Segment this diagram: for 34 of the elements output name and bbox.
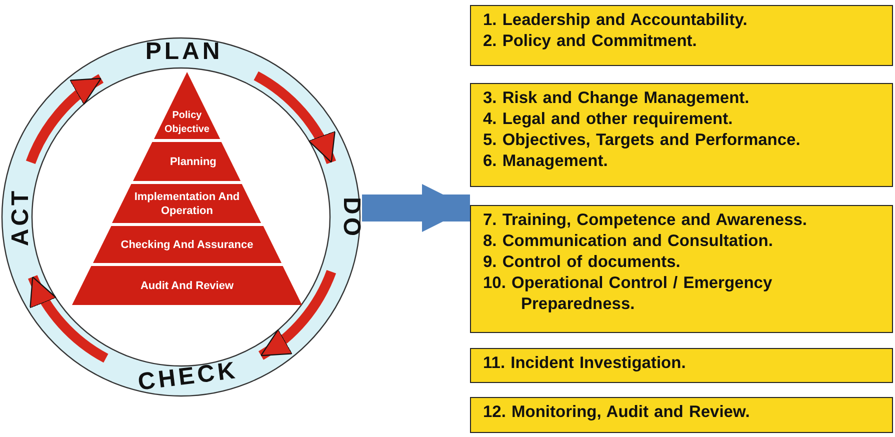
- pyramid-layer: [72, 266, 302, 305]
- list-item: 7. Training, Competence and Awareness.: [483, 210, 808, 231]
- list-item: 1. Leadership and Accountability.: [483, 10, 748, 31]
- layer-label: Implementation And Operation: [133, 190, 241, 218]
- list-item: 6. Management.: [483, 151, 609, 172]
- list-box: [470, 5, 893, 66]
- pyramid-layer: [133, 142, 241, 181]
- pyramid-layer: [112, 184, 262, 223]
- cycle-arrow: [26, 74, 104, 164]
- list-item: 2. Policy and Commitment.: [483, 31, 698, 52]
- cycle-ring: [1, 37, 361, 397]
- cycle-arrow: [254, 71, 336, 164]
- list-item: 3. Risk and Change Management.: [483, 88, 750, 109]
- block-arrow: [362, 184, 470, 232]
- list-box: [470, 205, 893, 333]
- list-item: 9. Control of documents.: [483, 252, 682, 273]
- layer-label: Audit And Review: [139, 278, 235, 292]
- phase-label: DO: [338, 192, 364, 244]
- list-box: [470, 83, 893, 187]
- phase-label: CHECK: [132, 362, 244, 392]
- layer-label: Planning: [168, 154, 218, 168]
- list-item: 4. Legal and other requirement.: [483, 109, 734, 130]
- list-item: 12. Monitoring, Audit and Review.: [483, 402, 751, 423]
- list-item: 11. Incident Investigation.: [483, 353, 687, 374]
- list-item: 8. Communication and Consultation.: [483, 231, 774, 252]
- layer-label: Policy Objective: [163, 108, 210, 136]
- layer-label: Checking And Assurance: [120, 238, 254, 252]
- list-box: [470, 348, 893, 383]
- pyramid-layer: [154, 72, 220, 139]
- list-item: 5. Objectives, Targets and Performance.: [483, 130, 802, 151]
- list-item: 10. Operational Control / Emergency Preparedness.: [483, 273, 774, 315]
- phase-label: PLAN: [138, 38, 230, 66]
- list-box: [470, 397, 893, 433]
- phase-label: ACT: [6, 187, 36, 247]
